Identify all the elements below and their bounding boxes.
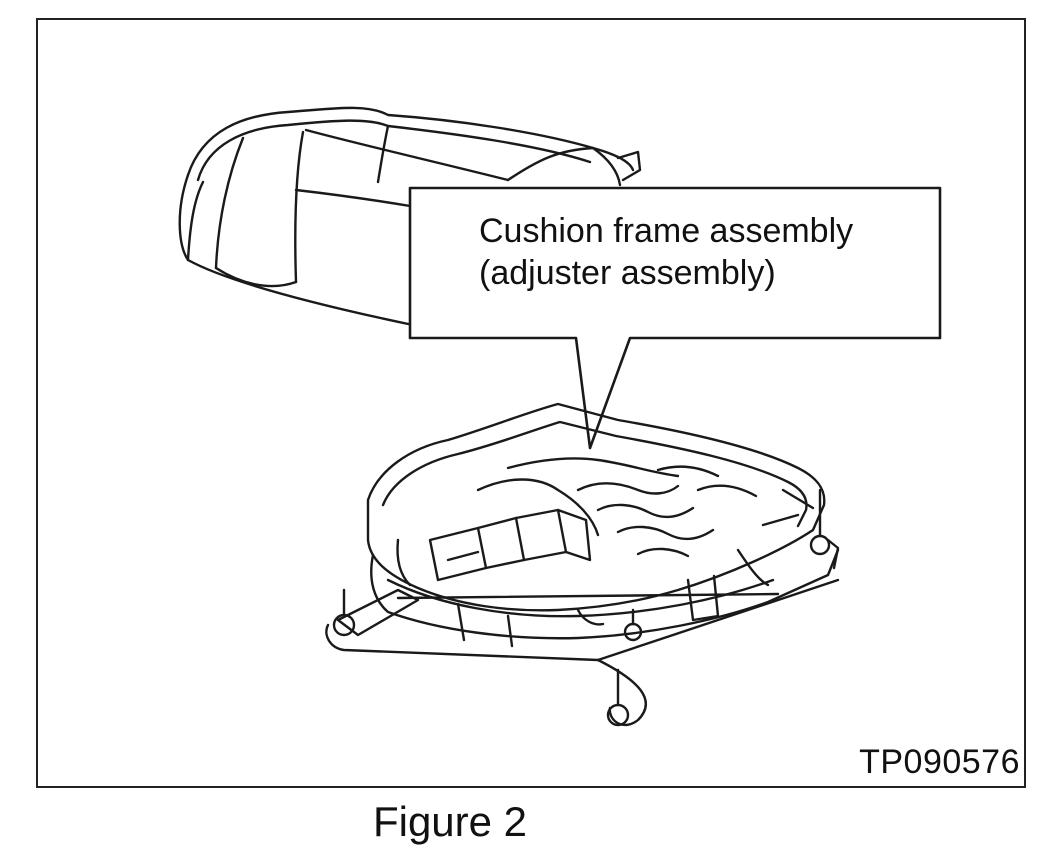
seat-illustration bbox=[178, 106, 942, 727]
seat-cushion-pad bbox=[178, 106, 642, 327]
cushion-frame-assembly bbox=[325, 402, 840, 727]
figure-frame: Cushion frame assembly (adjuster assembl… bbox=[36, 18, 1026, 788]
callout-box bbox=[408, 186, 942, 450]
callout-line-1: Cushion frame assembly bbox=[479, 212, 854, 250]
reference-code: TP090576 bbox=[859, 743, 1020, 781]
callout-label: Cushion frame assembly (adjuster assembl… bbox=[443, 210, 973, 294]
figure-caption: Figure 2 bbox=[372, 798, 528, 845]
callout-line-2: (adjuster assembly) bbox=[479, 254, 776, 292]
